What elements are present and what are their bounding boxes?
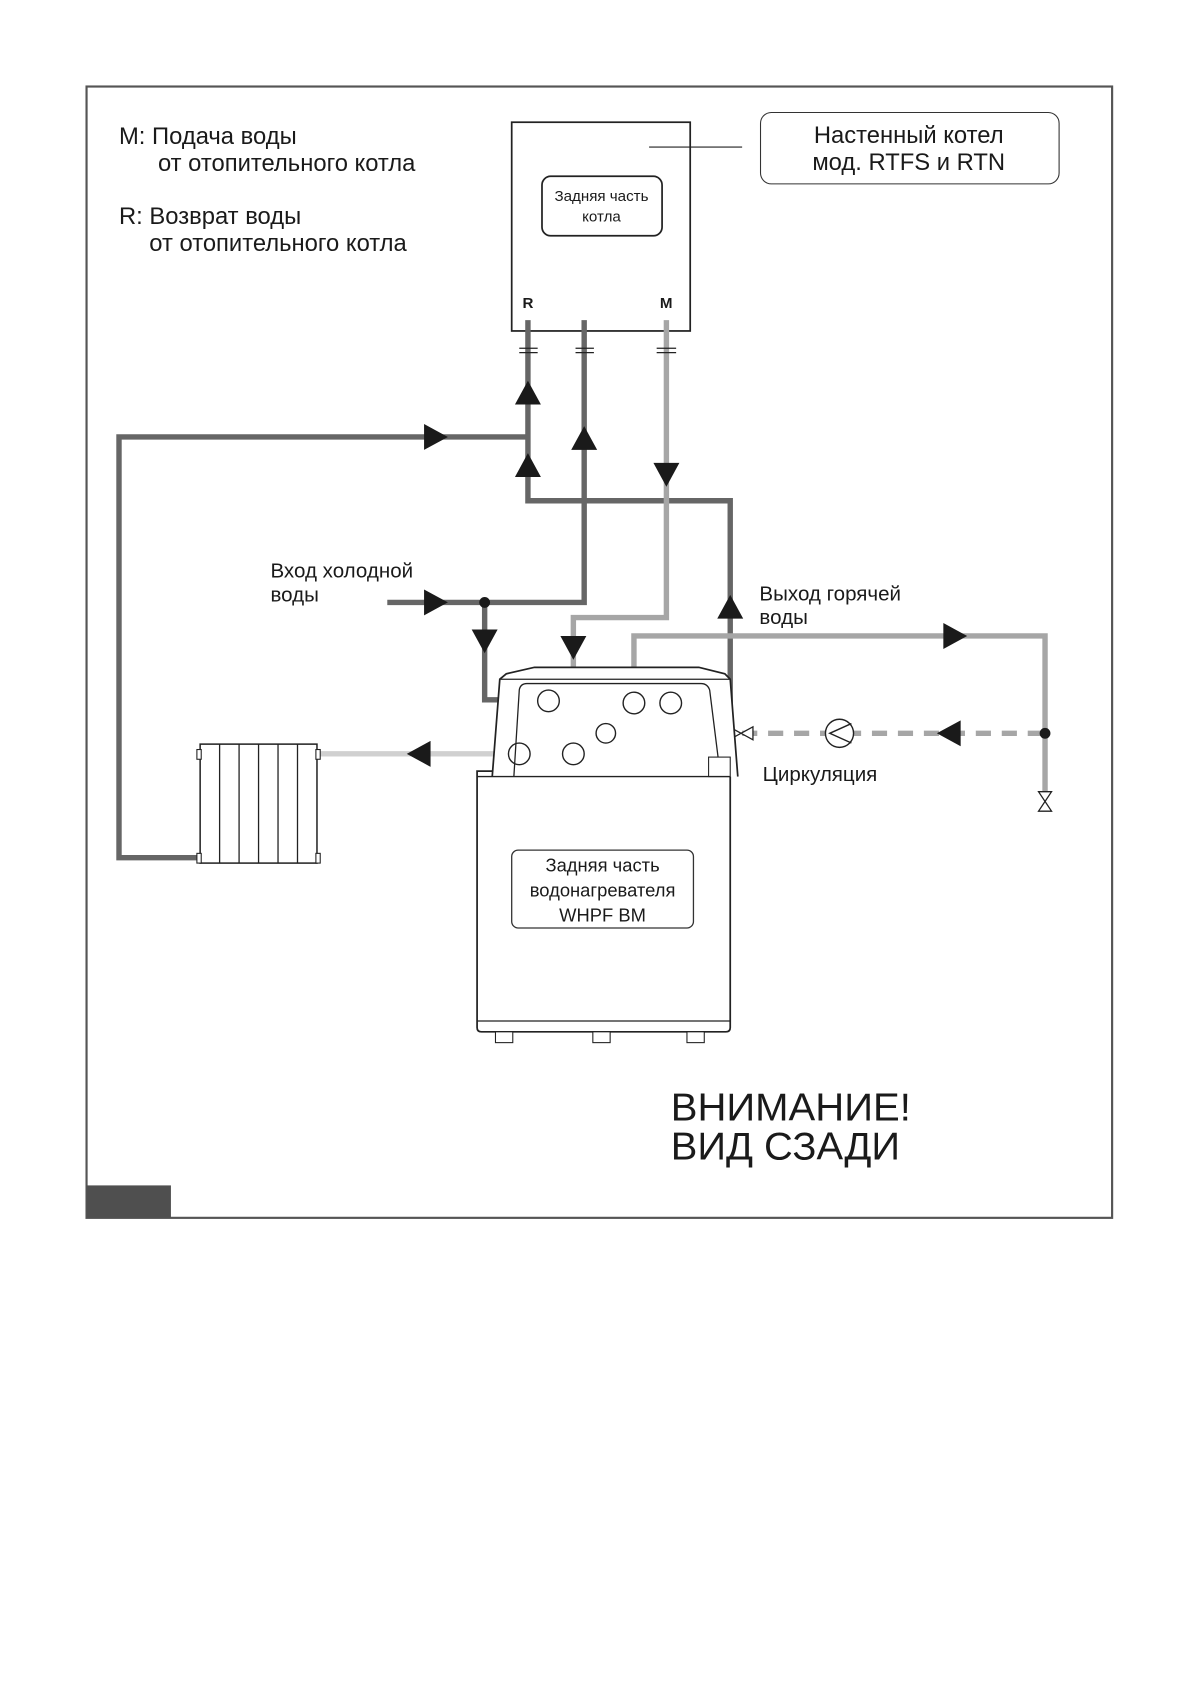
heater-label-line3: WHPF BM [559,904,646,925]
radiator-icon [196,743,321,864]
arrow-up-r-bottom [514,453,541,477]
legend-m-line1: M: Подача воды [119,123,297,150]
hot-out-label-line2: воды [759,606,807,629]
boiler-callout-line1: Настенный котел [814,122,1004,149]
arrow-left-circulation [936,720,961,747]
pipe-heating-return-r [525,320,733,706]
boiler-inner-label-line2: котла [582,209,621,226]
boiler-inner-label-box [541,175,663,237]
boiler-inner-label-line1: Задняя часть [554,188,648,205]
heater-label-line2: водонагревателя [530,880,676,901]
legend-r-line1: R: Возврат воды [119,203,301,230]
pipe-couplings [519,347,677,354]
boiler-callout-box [759,111,1060,185]
page-frame [85,85,1114,1219]
drain-valve-icon [1037,791,1053,812]
warning-line1: ВНИМАНИЕ! [671,1087,911,1130]
cold-in-label-line1: Вход холодной [270,560,413,583]
arrow-right-cold-in [424,589,448,616]
arrow-down-cold-branch [471,629,498,654]
arrow-right-hot-out [943,622,968,649]
hot-out-label-line1: Выход горячей [759,582,901,605]
arrow-down-supply-m [653,462,680,487]
legend-m-line2: от отопительного котла [158,150,416,177]
arrow-up-heating-out [717,594,744,619]
pipe-radiator-return [116,434,528,861]
circulation-junction-dot [1039,727,1051,739]
corner-tab [86,1185,171,1218]
circulation-label: Циркуляция [763,763,878,786]
arrow-left-radiator-feed [406,740,431,767]
arrow-up-cold-main [571,426,598,450]
heater-label-line1: Задняя часть [545,855,659,876]
cold-in-label-line2: воды [270,583,318,606]
boiler-port-r-label: R [523,295,534,312]
legend-r-line2: от отопительного котла [149,230,407,257]
arrow-down-supply-heater [560,635,587,660]
warning-line2: ВИД СЗАДИ [671,1125,900,1168]
arrow-right-radiator-return [424,423,448,450]
arrow-up-r-top [514,380,541,405]
heater-label-box [511,849,695,929]
boiler-callout-line2: мод. RTFS и RTN [812,149,1005,176]
boiler-port-m-label: M [660,295,673,312]
pipe-cold-main [387,320,587,606]
flow-arrows [406,380,968,767]
pump-icon [824,718,855,749]
heater-ports [507,689,683,766]
cold-junction-dot [479,597,491,608]
